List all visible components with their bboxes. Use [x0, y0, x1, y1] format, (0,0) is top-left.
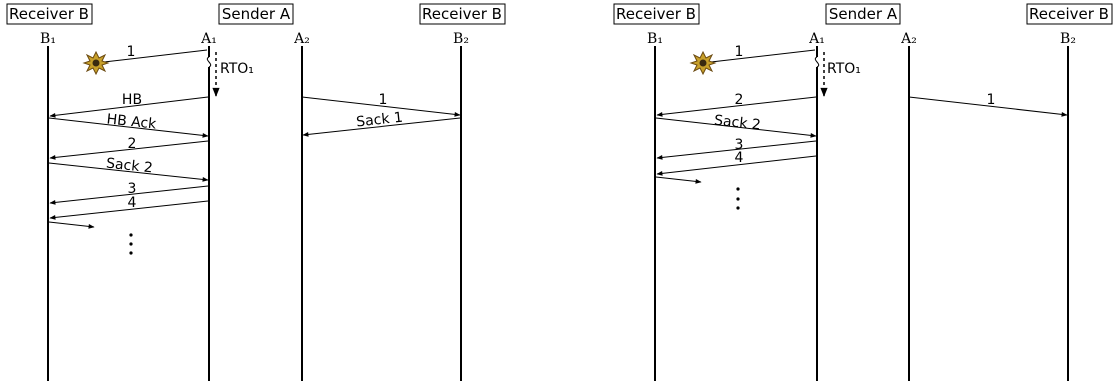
left-label-m4: 4 [128, 195, 137, 211]
left-header-receiver-b-left: Receiver B [9, 5, 89, 23]
left-msg-4 [49, 200, 209, 220]
right-header-receiver-b-left: Receiver B [616, 5, 696, 23]
left-panel: Receiver B Sender A Receiver B B₁ A₁ A₂ … [6, 3, 506, 381]
left-label-m1-path2: 1 [379, 92, 388, 108]
left-label-m2: 2 [128, 136, 137, 152]
left-label-sack2: Sack 2 [105, 156, 153, 177]
right-label-m3: 3 [735, 137, 744, 153]
left-loss-explosion-icon [82, 50, 110, 76]
right-loss-explosion-icon [689, 50, 717, 76]
left-label-m1: 1 [127, 44, 136, 60]
right-endpoint-b1: B₁ [647, 31, 663, 47]
left-msg-hb-ack [48, 117, 209, 138]
left-msg-3 [49, 185, 209, 205]
left-endpoint-a2: A₂ [293, 31, 310, 47]
right-panel: Receiver B Sender A Receiver B B₁ A₁ A₂ … [613, 3, 1113, 381]
left-label-m3: 3 [128, 181, 137, 197]
right-label-m1-path2: 1 [987, 92, 996, 108]
left-msg-1-lost-line [103, 49, 208, 63]
left-header-sender-a-box [218, 3, 294, 25]
right-msg-4 [656, 155, 817, 176]
left-rto-label: RTO₁ [220, 61, 254, 77]
right-header-receiver-b-right: Receiver B [1029, 5, 1109, 23]
right-ellipsis [736, 187, 740, 210]
left-header-receiver-b-left-box [6, 3, 93, 25]
right-msg-3 [656, 140, 817, 160]
right-rto-label: RTO₁ [827, 61, 861, 77]
left-ellipsis [129, 233, 133, 255]
right-header-receiver-b-right-box [1026, 3, 1113, 25]
right-msg-1-lost-line [710, 49, 816, 63]
left-break-symbol [206, 56, 212, 68]
right-break-symbol [814, 56, 820, 68]
right-endpoint-a2: A₂ [900, 31, 917, 47]
right-label-m1: 1 [735, 44, 744, 60]
left-msg-sack1 [302, 117, 461, 137]
left-header-sender-a: Sender A [222, 5, 291, 23]
right-header-sender-a-box [825, 3, 901, 25]
left-msg-continue [48, 221, 95, 229]
right-label-m2: 2 [735, 92, 744, 108]
left-endpoint-b2: B₂ [453, 31, 469, 47]
left-label-hb: HB [122, 92, 142, 108]
left-header-receiver-b-right: Receiver B [422, 5, 502, 23]
right-label-sack2: Sack 2 [713, 113, 761, 134]
left-msg-sack2 [48, 162, 209, 182]
right-endpoint-b2: B₂ [1060, 31, 1076, 47]
right-label-m4: 4 [735, 150, 744, 166]
right-msg-sack2 [655, 117, 817, 138]
right-msg-continue [655, 176, 702, 184]
left-header-receiver-b-right-box [419, 3, 506, 25]
left-msg-2 [49, 140, 209, 160]
right-endpoint-a1: A₁ [808, 31, 825, 47]
left-msg-1-path2 [301, 96, 461, 117]
left-label-hb-ack: HB Ack [106, 111, 158, 132]
right-header-receiver-b-left-box [613, 3, 700, 25]
left-label-sack1: Sack 1 [356, 110, 404, 131]
right-header-sender-a: Sender A [829, 5, 898, 23]
right-msg-1-path2 [908, 96, 1068, 117]
left-msg-hb [49, 96, 209, 118]
right-msg-2 [656, 96, 817, 117]
left-endpoint-a1: A₁ [200, 31, 217, 47]
left-endpoint-b1: B₁ [40, 31, 56, 47]
